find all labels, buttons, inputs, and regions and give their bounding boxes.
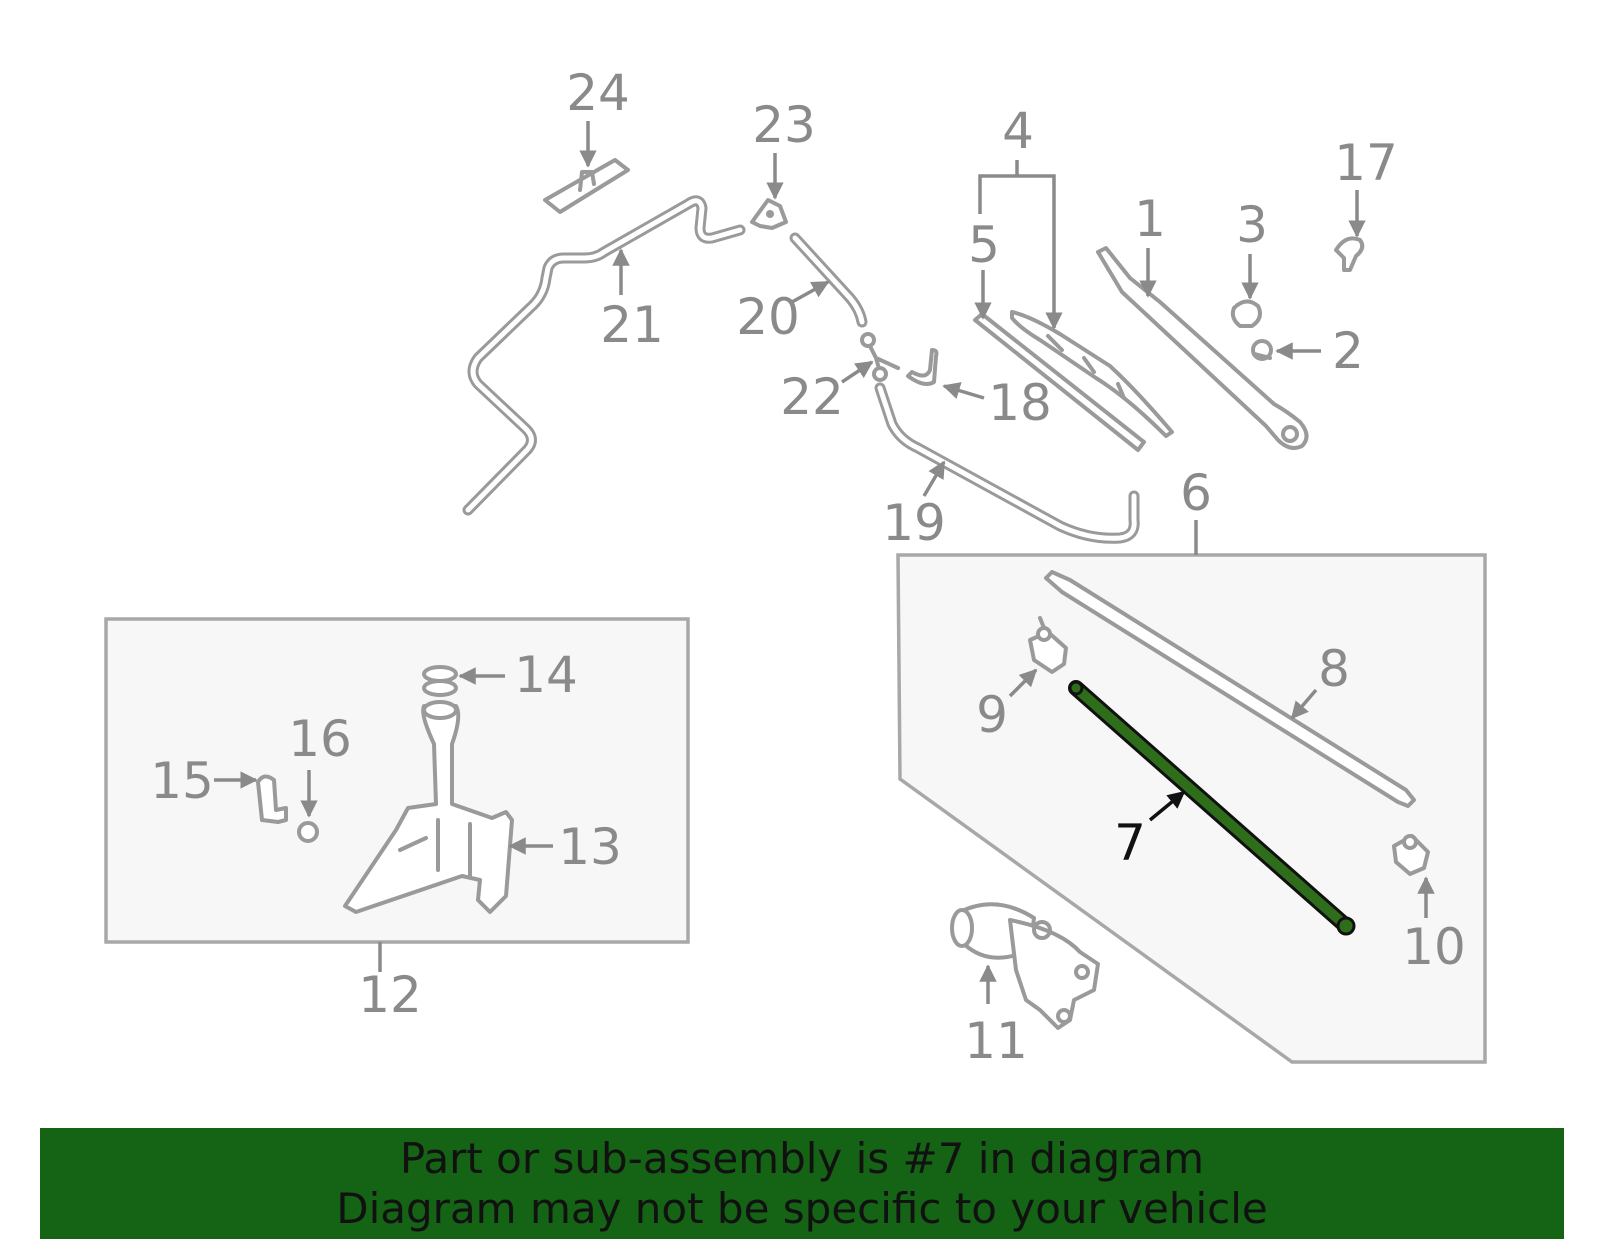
callout-5: 5: [968, 216, 1000, 274]
callout-15: 15: [150, 752, 214, 810]
callout-19: 19: [882, 494, 946, 552]
callouts: 1 2 3 4 5 6 7 8 9 10 11 12 13 14 15 16 1…: [150, 64, 1466, 1070]
part-3-cap: [1230, 299, 1262, 328]
callout-17: 17: [1334, 134, 1398, 192]
part-1-wiper-arm: [1096, 246, 1309, 450]
callout-16: 16: [288, 710, 352, 768]
part-2-nut: [1251, 339, 1273, 361]
callout-20: 20: [736, 288, 800, 346]
part-17-nozzle: [1334, 236, 1365, 272]
part-14-cap: [422, 665, 458, 697]
callout-22: 22: [780, 368, 844, 426]
part-7-link-rod: [1068, 680, 1356, 936]
part-13-reservoir: [343, 700, 514, 914]
callout-18: 18: [988, 374, 1052, 432]
assembly-box-6: [896, 553, 1487, 1064]
banner-part-info: Part or sub-assembly is #7 in diagram: [399, 1133, 1205, 1183]
part-16-grommet: [297, 821, 319, 843]
part-22-joint: [860, 332, 900, 382]
callout-12: 12: [358, 966, 422, 1024]
part-23-connector: [750, 198, 788, 230]
callout-4: 4: [1002, 102, 1034, 160]
callout-24: 24: [566, 64, 630, 122]
part-9-pivot: [1028, 616, 1068, 674]
callout-8: 8: [1318, 640, 1350, 698]
part-21-washer-hose: [462, 195, 746, 516]
callout-3: 3: [1236, 196, 1268, 254]
part-24-bracket: [543, 158, 630, 214]
callout-23: 23: [752, 96, 816, 154]
part-18-hose: [906, 348, 939, 386]
callout-7: 7: [1114, 814, 1146, 872]
callout-2: 2: [1332, 322, 1364, 380]
callout-10: 10: [1402, 918, 1466, 976]
callout-11: 11: [964, 1012, 1028, 1070]
part-15-pump: [256, 774, 288, 824]
part-8-linkage-bar: [1044, 570, 1416, 808]
info-banner: Part or sub-assembly is #7 in diagram Di…: [40, 1128, 1564, 1239]
callout-9: 9: [976, 686, 1008, 744]
leader-lines: [214, 121, 1435, 1004]
callout-1: 1: [1134, 190, 1166, 248]
callout-6: 6: [1180, 464, 1212, 522]
banner-disclaimer: Diagram may not be specific to your vehi…: [336, 1183, 1268, 1233]
callout-21: 21: [600, 296, 664, 354]
part-11-wiper-motor: [950, 902, 1100, 1030]
callout-14: 14: [514, 646, 578, 704]
callout-13: 13: [558, 818, 622, 876]
part-10-pivot: [1392, 834, 1430, 876]
